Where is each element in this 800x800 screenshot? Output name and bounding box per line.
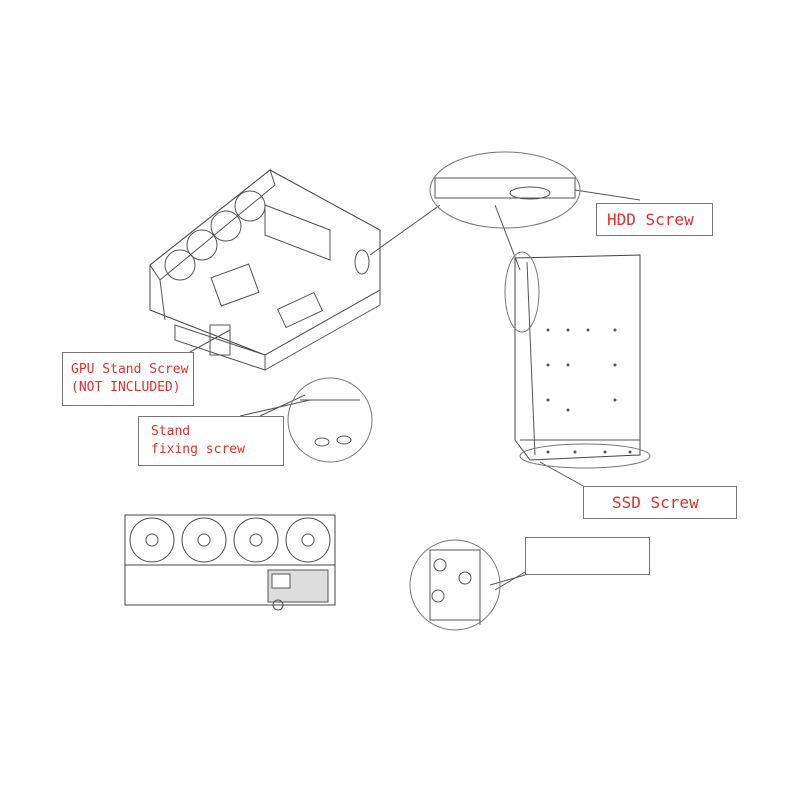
stand-fixing-screw-label: Stand fixing screw [138,416,284,466]
gpu-leader-line [189,329,231,353]
gpu-stand-screw-label: GPU Stand Screw (NOT INCLUDED) [62,352,194,406]
hdd-screw-text: HDD Screw [607,210,694,229]
hdd-screw-label: HDD Screw [596,203,713,236]
side-panel-drawing [504,251,651,469]
open-case-drawing [149,169,381,371]
stand-text: Stand [151,424,191,439]
stand-zoom-circle [287,377,373,463]
empty-label-box [525,537,650,575]
screw-zoom-circle [409,539,501,631]
not-included-text: (NOT INCLUDED) [71,380,181,395]
ssd-screw-label: SSD Screw [583,486,737,519]
gpu-stand-screw-text: GPU Stand Screw [71,362,189,377]
hdd-leader-line [574,189,641,201]
front-view-drawing [124,514,336,611]
fan-row [164,190,266,281]
fixing-screw-text: fixing screw [151,442,245,457]
ssd-screw-text: SSD Screw [612,493,699,512]
hdd-zoom-circle [429,151,581,229]
